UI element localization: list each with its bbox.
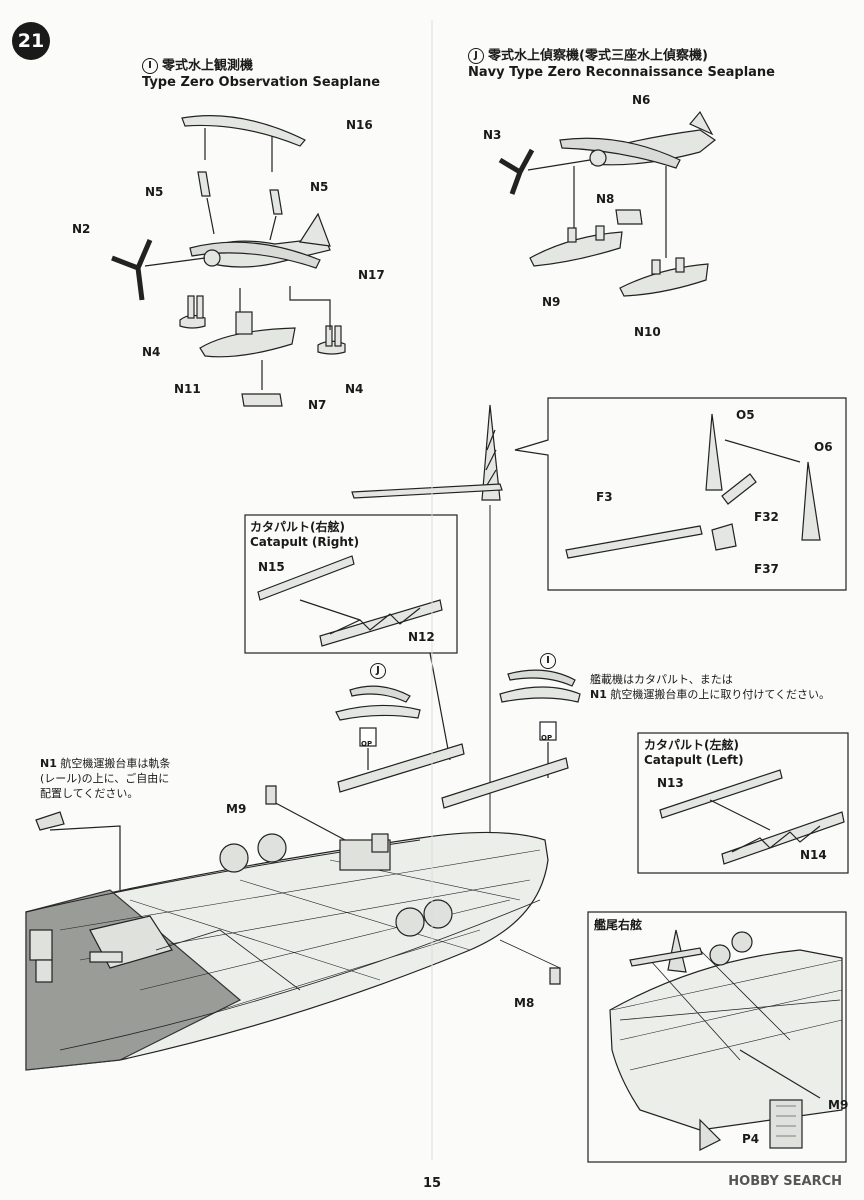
- label-n16: N16: [346, 118, 373, 132]
- label-n4-left: N4: [142, 345, 161, 359]
- step-number-badge: 21: [12, 22, 50, 60]
- note-dolly-placement: N1 航空機運搬台車は軌条 (レール)の上に、ご自由に 配置してください。: [40, 757, 171, 800]
- p4-part: [769, 1099, 803, 1149]
- stern-detail-title: 艦尾右舷: [594, 918, 643, 932]
- label-m8: M8: [514, 996, 535, 1010]
- label-n3: N3: [483, 128, 502, 142]
- section-i-title-jp: 零式水上観測機: [162, 58, 254, 74]
- label-n11: N11: [174, 382, 201, 396]
- catapult-right-on-deck: [337, 743, 465, 793]
- op-icon-j: [359, 727, 377, 747]
- m9-part: [265, 785, 277, 805]
- m8-part: [549, 967, 561, 985]
- section-j-title-en: Navy Type Zero Reconnaissance Seaplane: [468, 64, 775, 80]
- catapult-right-title-en: Catapult (Right): [250, 535, 360, 549]
- watermark: HOBBY SEARCH: [728, 1174, 842, 1189]
- section-j-title-jp: 零式水上偵察機(零式三座水上偵察機): [488, 48, 708, 64]
- crane-arm: [351, 483, 503, 499]
- label-f32: F32: [754, 510, 779, 524]
- n2-propeller: [111, 239, 153, 301]
- catapult-left-title-jp: カタパルト(左舷): [644, 738, 739, 752]
- label-m9-hull: M9: [226, 802, 247, 816]
- label-n6: N6: [632, 93, 651, 107]
- op-label-i: OP: [541, 734, 553, 742]
- label-n13: N13: [657, 776, 684, 790]
- label-n12: N12: [408, 630, 435, 644]
- label-n4-right: N4: [345, 382, 364, 396]
- catapult-left-title-en: Catapult (Left): [644, 753, 744, 767]
- n8-strut-block: [615, 209, 643, 225]
- n16-upper-wing: [181, 115, 306, 147]
- mast-detail-box: [514, 397, 847, 591]
- label-o5: O5: [736, 408, 755, 422]
- catapult-left-title: カタパルト(左舷) Catapult (Left): [644, 738, 744, 768]
- aft-deck: [25, 889, 242, 1071]
- label-o6: O6: [814, 440, 833, 454]
- label-n17: N17: [358, 268, 385, 282]
- marker-j: J: [468, 48, 484, 64]
- label-f3: F3: [596, 490, 613, 504]
- marker-j-deck: J: [370, 660, 390, 679]
- catapult-left-on-deck: [441, 757, 569, 809]
- op-label-j: OP: [361, 740, 373, 748]
- op-icon-i: [539, 721, 557, 741]
- n7-dolly: [241, 393, 283, 407]
- label-n5-left: N5: [145, 185, 164, 199]
- catapult-right-title: カタパルト(右舷) Catapult (Right): [250, 520, 359, 550]
- label-n7: N7: [308, 398, 327, 412]
- n11-main-float: [199, 327, 296, 358]
- label-n8: N8: [596, 192, 615, 206]
- label-n10: N10: [634, 325, 661, 339]
- label-n14: N14: [800, 848, 827, 862]
- section-i-title-en: Type Zero Observation Seaplane: [142, 74, 381, 90]
- label-n2: N2: [72, 222, 91, 236]
- label-n9: N9: [542, 295, 561, 309]
- label-m9-stern: M9: [828, 1098, 849, 1112]
- label-n15: N15: [258, 560, 285, 574]
- n1-dolly: [35, 811, 65, 831]
- n3-propeller: [498, 148, 535, 195]
- n5-strut-left: [197, 171, 211, 197]
- label-p4: P4: [742, 1132, 760, 1146]
- label-f37: F37: [754, 562, 779, 576]
- n4-float-left: [179, 314, 206, 329]
- page-number: 15: [422, 1176, 442, 1191]
- n5-strut-right: [269, 189, 283, 215]
- note-aircraft-mounting: 艦載機はカタパルト、または N1 航空機運搬台車の上に取り付けてください。: [590, 673, 831, 701]
- n10-float: [619, 263, 709, 297]
- marker-i-deck: I: [540, 650, 560, 669]
- label-n5-right: N5: [310, 180, 329, 194]
- catapult-right-title-jp: カタパルト(右舷): [250, 520, 345, 534]
- marker-i: I: [142, 58, 158, 74]
